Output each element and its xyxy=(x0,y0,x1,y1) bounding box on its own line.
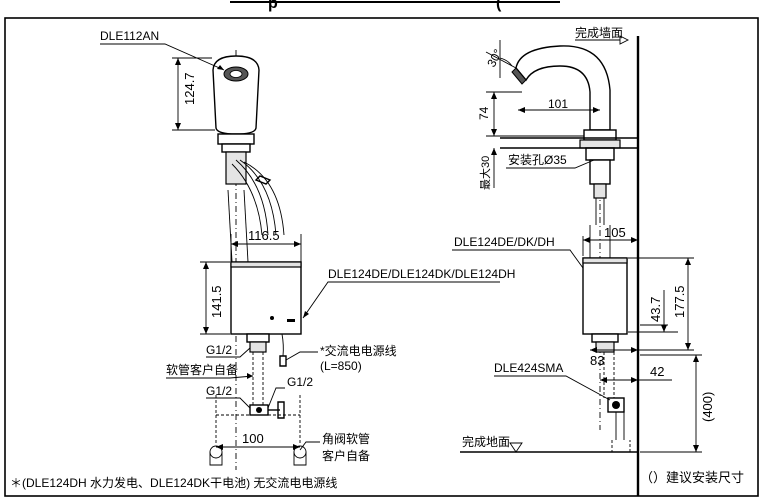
footer-note: ＊(DLE124DH 水力发电、DLE124DK干电池) 无交流电电源线 xyxy=(10,475,337,490)
right-angle-label: 30° xyxy=(484,47,505,70)
left-customer-supply-note: 客户自备 xyxy=(322,448,370,463)
right-dim-74: 74 xyxy=(477,106,491,120)
left-hose-note: 软管客户自备 xyxy=(166,362,238,377)
footer-legend: （）建议安装尺寸 xyxy=(640,470,744,485)
right-dim-83: 83 xyxy=(590,353,604,368)
right-floor-label: 完成地面 xyxy=(462,434,510,449)
left-front-view: DLE112AN DLE124DE/DLE124DK/DLE124DH xyxy=(100,29,515,470)
diagram-frame xyxy=(4,17,759,497)
left-dim-height: 124.7 xyxy=(182,72,197,105)
left-dim-spacing: 100 xyxy=(242,431,264,446)
right-dim-43-7: 43.7 xyxy=(648,297,663,322)
right-dim-400: (400) xyxy=(700,392,715,422)
right-dim-101: 101 xyxy=(548,97,568,111)
right-control-box xyxy=(582,257,628,335)
left-angle-valve-note: 角阀软管 xyxy=(322,431,370,446)
right-dim-177-5: 177.5 xyxy=(672,285,687,318)
left-dim-box-width: 116.5 xyxy=(248,228,280,243)
left-cable-note: *交流电电源线 xyxy=(320,343,397,358)
right-max-label: 最大30 xyxy=(478,156,492,190)
right-side-view xyxy=(452,35,702,496)
left-cable-length: (L=850) xyxy=(320,359,362,373)
right-box-model-label: DLE124DE/DK/DH xyxy=(454,235,555,249)
right-wall-label: 完成墙面 xyxy=(575,25,623,40)
left-box-model-label: DLE124DE/DLE124DK/DLE124DH xyxy=(328,267,515,281)
left-thread-mid-label: G1/2 xyxy=(206,384,232,398)
left-thread-right-label: G1/2 xyxy=(287,375,313,389)
right-dim-42: 42 xyxy=(650,364,664,379)
left-thread-top-label: G1/2 xyxy=(206,343,232,357)
right-hole-label: 安装孔Ø35 xyxy=(508,152,567,167)
left-model-top-label: DLE112AN xyxy=(100,29,159,43)
left-dim-box-height: 141.5 xyxy=(209,285,224,318)
left-control-box xyxy=(230,261,302,335)
right-valve-model-label: DLE424SMA xyxy=(494,361,563,375)
title-partial: p xyxy=(268,0,278,12)
right-dim-105: 105 xyxy=(604,225,626,240)
title-partial-right: ( xyxy=(496,0,502,12)
